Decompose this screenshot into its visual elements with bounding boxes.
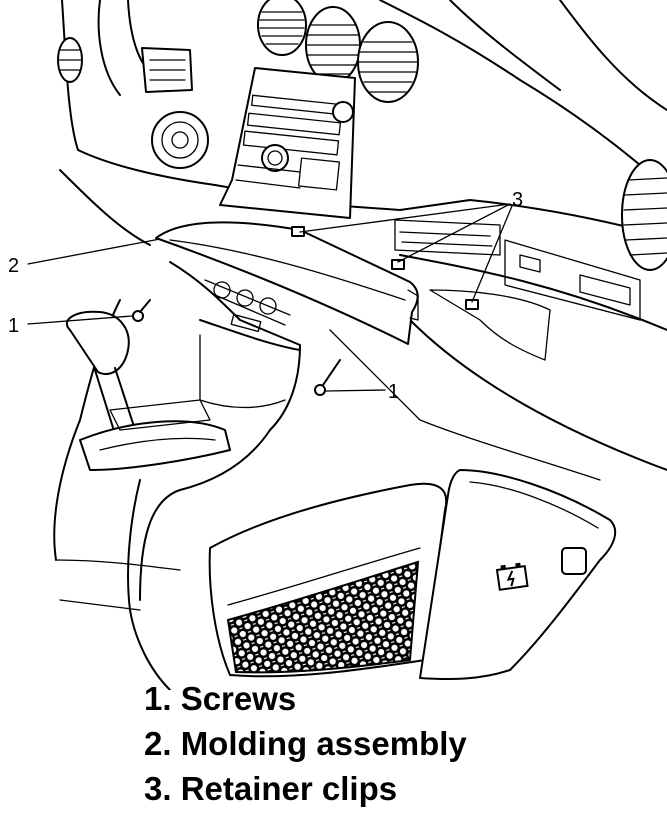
retainer-clips — [291, 226, 479, 310]
screws — [132, 299, 341, 396]
mesh-grille — [226, 560, 420, 674]
radio-head-unit — [219, 67, 356, 219]
ignition-area — [141, 47, 209, 169]
air-vents — [57, 0, 667, 271]
dashboard-diagram: 2 1 1 3 — [8, 0, 667, 690]
vent-far-right — [621, 159, 667, 271]
leader-lines — [27, 203, 513, 392]
legend-item-screws: 1. Screws — [144, 680, 297, 717]
vent-left — [257, 0, 307, 56]
legend-item-molding-assembly: 2. Molding assembly — [144, 725, 467, 762]
center-console — [53, 261, 301, 690]
vent-right — [357, 21, 419, 103]
dashboard-outline — [59, 0, 667, 481]
battery-icon — [495, 562, 529, 591]
vent-driver-side — [57, 37, 83, 83]
legend-item-retainer-clips: 3. Retainer clips — [144, 770, 398, 807]
instrument-panel-right — [394, 219, 641, 361]
molding-assembly — [155, 221, 419, 345]
callout-2: 2 — [8, 255, 19, 277]
fuse-access-panel — [419, 469, 617, 681]
vent-center — [305, 6, 361, 84]
lower-panel — [208, 482, 448, 678]
screw-left — [132, 299, 151, 322]
gear-shifter — [65, 310, 231, 471]
screw-right — [314, 359, 341, 396]
callout-1-left: 1 — [8, 315, 19, 337]
callout-3: 3 — [512, 189, 523, 211]
parts-legend: 1. Screws 2. Molding assembly 3. Retaine… — [144, 676, 467, 811]
callout-labels: 2 1 1 3 — [8, 189, 523, 403]
callout-1-right: 1 — [388, 381, 399, 403]
